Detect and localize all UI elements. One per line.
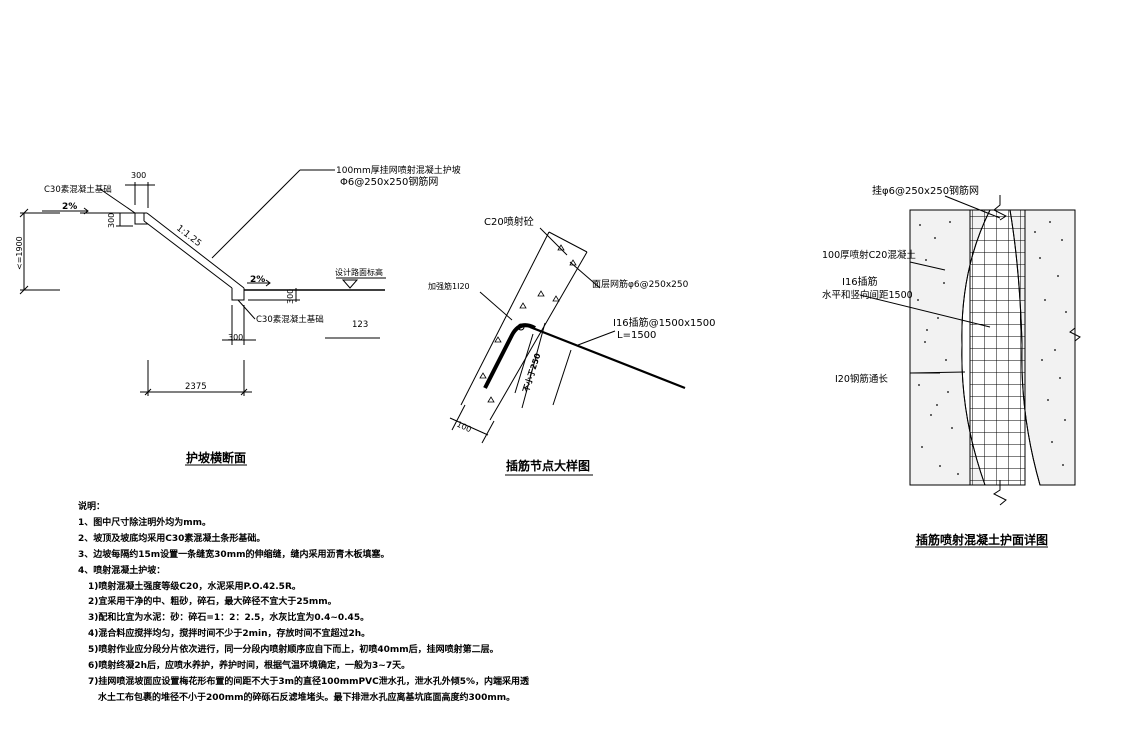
height-label: <=1900	[15, 236, 24, 270]
note-subitem: 4)混合料应搅拌均匀，搅拌时间不少于2min，存放时间不宜超过2h。	[88, 629, 371, 640]
notes-block: 说明： 1、图中尺寸除注明外均为mm。 2、坡顶及坡底均采用C30素混凝土条形基…	[78, 500, 548, 707]
node-i16-line1: I16插筋@1500x1500	[613, 316, 716, 329]
road-label: 设计路面标高	[335, 267, 383, 277]
steel-mesh-grid	[969, 209, 1026, 486]
slope-2pct-left: 2%	[62, 202, 77, 212]
note-item: 3、边坡每隔约15m设置一条缝宽30mm的伸缩缝，缝内采用沥青木板填塞。	[78, 549, 390, 560]
slope-2pct-right: 2%	[250, 275, 265, 285]
c20-leader	[539, 227, 568, 256]
anchor-bar	[529, 325, 686, 390]
shotcrete-leader	[211, 169, 301, 259]
detail-i16-label: I16插筋	[842, 275, 878, 288]
break-symbol-bottom	[993, 480, 1007, 506]
dim-2375: 2375	[185, 382, 207, 392]
dim-300-top: 300	[131, 171, 146, 180]
slope-cross-section	[19, 169, 386, 466]
note-subitem: 7)挂网喷混坡面应设置梅花形布置的间距不大于3m的直径100mmPVC泄水孔，泄…	[88, 676, 530, 687]
detail-labels: 挂φ6@250x250钢筋网 100厚喷射C20混凝土 I16插筋 水平和竖向间…	[822, 184, 1048, 547]
reinf-leader	[479, 291, 513, 321]
note-subitem: 5)喷射作业应分段分片依次进行，同一分段内喷射顺序应自下而上，初喷40mm后，挂…	[88, 645, 499, 656]
shotcrete-band-inner	[489, 251, 588, 421]
section-title: 护坡横断面	[186, 450, 246, 465]
concrete-speckles	[917, 221, 1067, 475]
i16-leader	[577, 330, 616, 346]
detail-i20-label: I20钢筋通长	[835, 373, 888, 385]
note-item: 1、图中尺寸除注明外均为mm。	[78, 517, 212, 528]
callout-line2: Φ6@250x250钢筋网	[340, 175, 438, 188]
mesh-leader	[569, 261, 601, 289]
note-subitem: 2)宜采用干净的中、粗砂，碎石，最大碎径不宜大于25mm。	[88, 597, 337, 608]
node-labels: C20喷射砼 加强筋1I20 面层网筋φ6@250x250 I16插筋@1500…	[428, 215, 716, 473]
c30-top-leader	[99, 188, 136, 214]
detail-title: 插筋喷射混凝土护面详图	[916, 532, 1048, 547]
node-dim-100: 100	[455, 420, 473, 435]
node-i16-line2: L=1500	[617, 330, 656, 341]
bottom-footing	[231, 288, 245, 301]
note-subitem: 6)喷射终凝2h后，应喷水养护，养护时间，根据气温环境确定，一般为3~7天。	[88, 661, 411, 672]
node-min-label: 不小于250	[520, 351, 542, 393]
slope-surface-inner	[143, 220, 233, 289]
note-item: 4、喷射混凝土护坡：	[78, 565, 166, 576]
note-item: 2、坡顶及坡底均采用C30素混凝土条形基础。	[78, 533, 266, 544]
top-footing	[134, 213, 148, 225]
notes-heading: 说明：	[78, 502, 106, 512]
break-symbol-top	[993, 195, 1007, 221]
section-labels: C30素混凝土基础 300 100mm厚挂网喷射混凝土护坡 Φ6@250x250…	[15, 164, 461, 465]
bar-node	[517, 323, 525, 331]
min-length-dim	[521, 322, 546, 409]
detail-i16-sub: 水平和竖向间距1500	[822, 289, 913, 301]
detail-c20-label: 100厚喷射C20混凝土	[822, 249, 916, 261]
dim-300-left: 300	[107, 213, 116, 228]
note-continuation: 水土工布包裹的堆径不小于200mm的碎砾石反滤堆堵头。最下排泄水孔应离基坑底面高…	[98, 692, 516, 703]
value-123: 123	[352, 320, 368, 330]
detail-c20-leader	[909, 261, 946, 271]
shotcrete-face-detail	[859, 195, 1081, 548]
c30-bottom-label: C30素混凝土基础	[256, 314, 324, 325]
callout-line1: 100mm厚挂网喷射混凝土护坡	[336, 164, 461, 176]
detail-mesh-leader	[944, 195, 1001, 219]
note-subitem: 3)配和比宜为水泥：砂：碎石=1：2：2.5，水灰比宜为0.4~0.45。	[88, 613, 370, 624]
node-c20-label: C20喷射砼	[484, 215, 534, 228]
node-reinf-label: 加强筋1I20	[428, 281, 470, 291]
dim-300-bottom: 300	[228, 333, 243, 342]
shotcrete-band-outer	[460, 231, 550, 406]
dim-300-right: 300	[286, 289, 295, 304]
c30-top-label: C30素混凝土基础	[44, 184, 112, 195]
slope-surface-outer	[146, 212, 245, 289]
node-title: 插筋节点大样图	[506, 458, 590, 473]
detail-mesh-label: 挂φ6@250x250钢筋网	[872, 184, 979, 197]
node-mesh-label: 面层网筋φ6@250x250	[592, 278, 689, 290]
anchor-node-detail	[449, 227, 686, 476]
note-subitem: 1)喷射混凝土强度等级C20，水泥采用P.O.42.5R。	[88, 581, 301, 592]
detail-i16-leader	[859, 294, 991, 328]
road-level-symbol	[341, 279, 359, 289]
